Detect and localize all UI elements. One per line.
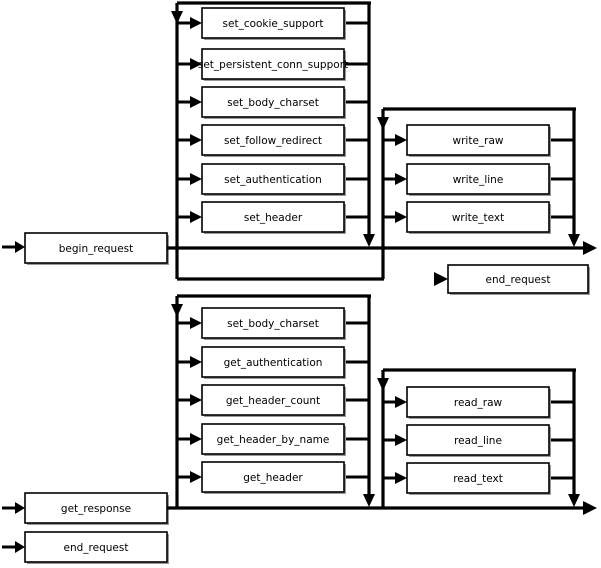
node-set-header[interactable]: set_header bbox=[177, 201, 369, 234]
node-read-line[interactable]: read_line bbox=[383, 424, 574, 457]
request-writers-items: write_raw write_line write_text bbox=[383, 124, 574, 234]
node-get-authentication[interactable]: get_authentication bbox=[177, 346, 369, 379]
node-write-raw-label: write_raw bbox=[453, 135, 504, 147]
response-getters-rails bbox=[171, 294, 375, 508]
main-spine-top bbox=[167, 241, 597, 255]
node-get-header-count-label: get_header_count bbox=[226, 395, 320, 407]
node-set-cookie-support-label: set_cookie_support bbox=[223, 18, 324, 30]
request-setters-items: set_cookie_support set_persistent_conn_s… bbox=[177, 7, 369, 234]
response-getters-items: set_body_charset get_authentication get_… bbox=[177, 307, 369, 494]
node-set-body-charset-response[interactable]: set_body_charset bbox=[177, 307, 369, 340]
node-write-line-label: write_line bbox=[453, 174, 504, 186]
node-end-request-top-label: end_request bbox=[486, 274, 551, 286]
node-set-follow-redirect-label: set_follow_redirect bbox=[224, 135, 322, 147]
node-read-raw-label: read_raw bbox=[454, 397, 503, 409]
node-get-header-label: get_header bbox=[243, 472, 303, 484]
entry-arrow-get-response bbox=[2, 502, 25, 514]
response-readers-items: read_raw read_line read_text bbox=[383, 386, 574, 495]
node-write-text-label: write_text bbox=[452, 212, 504, 224]
node-set-body-charset-label: set_body_charset bbox=[227, 97, 319, 109]
node-get-header[interactable]: get_header bbox=[177, 461, 369, 494]
node-begin-request-label: begin_request bbox=[59, 243, 134, 255]
entry-arrow-end-request-bottom bbox=[2, 541, 25, 553]
node-write-raw[interactable]: write_raw bbox=[383, 124, 574, 157]
node-write-text[interactable]: write_text bbox=[383, 201, 574, 234]
node-get-header-by-name[interactable]: get_header_by_name bbox=[177, 423, 369, 456]
request-writers-rails bbox=[377, 107, 580, 279]
node-set-authentication-label: set_authentication bbox=[224, 174, 322, 186]
node-set-cookie-support[interactable]: set_cookie_support bbox=[177, 7, 369, 40]
node-end-request-bottom[interactable]: end_request bbox=[24, 531, 169, 564]
entry-arrow-begin-request bbox=[2, 241, 25, 253]
node-set-header-label: set_header bbox=[244, 212, 303, 224]
node-set-body-charset-response-label: set_body_charset bbox=[227, 318, 319, 330]
node-end-request-top[interactable]: end_request bbox=[447, 264, 590, 295]
node-end-request-bottom-label: end_request bbox=[64, 542, 129, 554]
node-get-header-count[interactable]: get_header_count bbox=[177, 384, 369, 417]
node-begin-request[interactable]: begin_request bbox=[24, 232, 169, 265]
node-get-header-by-name-label: get_header_by_name bbox=[217, 434, 330, 446]
node-read-text[interactable]: read_text bbox=[383, 462, 574, 495]
node-set-body-charset[interactable]: set_body_charset bbox=[177, 86, 369, 119]
node-set-follow-redirect[interactable]: set_follow_redirect bbox=[177, 124, 369, 157]
node-set-persistent-conn-support[interactable]: set_persistent_conn_support bbox=[177, 48, 369, 81]
node-get-response-label: get_response bbox=[61, 503, 131, 515]
node-get-response[interactable]: get_response bbox=[24, 492, 169, 525]
node-read-line-label: read_line bbox=[454, 435, 502, 447]
node-set-authentication[interactable]: set_authentication bbox=[177, 163, 369, 196]
main-spine-bottom bbox=[167, 501, 597, 515]
node-write-line[interactable]: write_line bbox=[383, 163, 574, 196]
node-read-text-label: read_text bbox=[453, 473, 503, 485]
end-request-top-branch bbox=[434, 272, 448, 286]
node-get-authentication-label: get_authentication bbox=[224, 357, 323, 369]
node-read-raw[interactable]: read_raw bbox=[383, 386, 574, 419]
node-set-persistent-conn-support-label: set_persistent_conn_support bbox=[198, 59, 348, 71]
